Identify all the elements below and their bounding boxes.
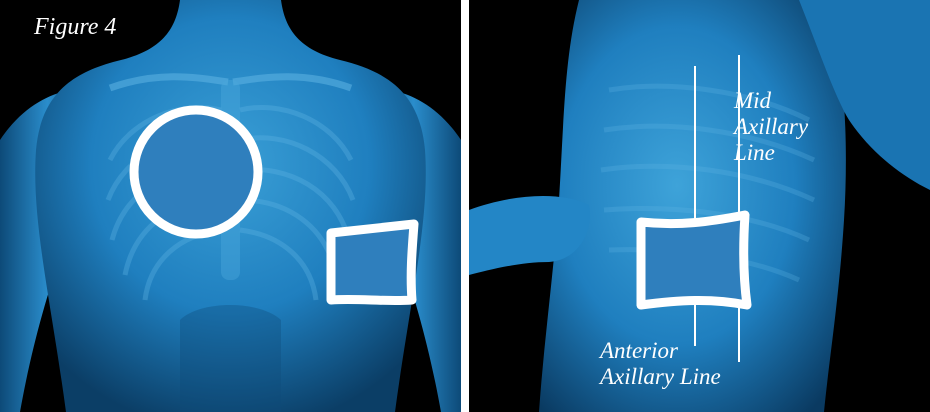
figure-label: Figure 4: [34, 14, 116, 40]
mid-axillary-label: Mid Axillary Line: [734, 88, 808, 166]
side-pad-rect: [641, 215, 747, 305]
mid-axillary-label-line3: Line: [734, 140, 808, 166]
mid-axillary-label-line2: Axillary: [734, 114, 808, 140]
upper-pad-circle: [134, 110, 258, 234]
anterior-axillary-label-line2: Axillary Line: [600, 364, 721, 390]
anterior-axillary-label-line1: Anterior: [600, 338, 721, 364]
front-torso-illustration: [0, 0, 461, 412]
side-torso-panel: Mid Axillary Line Anterior Axillary Line: [469, 0, 930, 412]
mid-axillary-label-line1: Mid: [734, 88, 808, 114]
front-torso-panel: Figure 4: [0, 0, 461, 412]
anterior-axillary-label: Anterior Axillary Line: [600, 338, 721, 390]
lower-pad-rect: [331, 224, 414, 301]
abdomen-shading: [180, 305, 281, 412]
